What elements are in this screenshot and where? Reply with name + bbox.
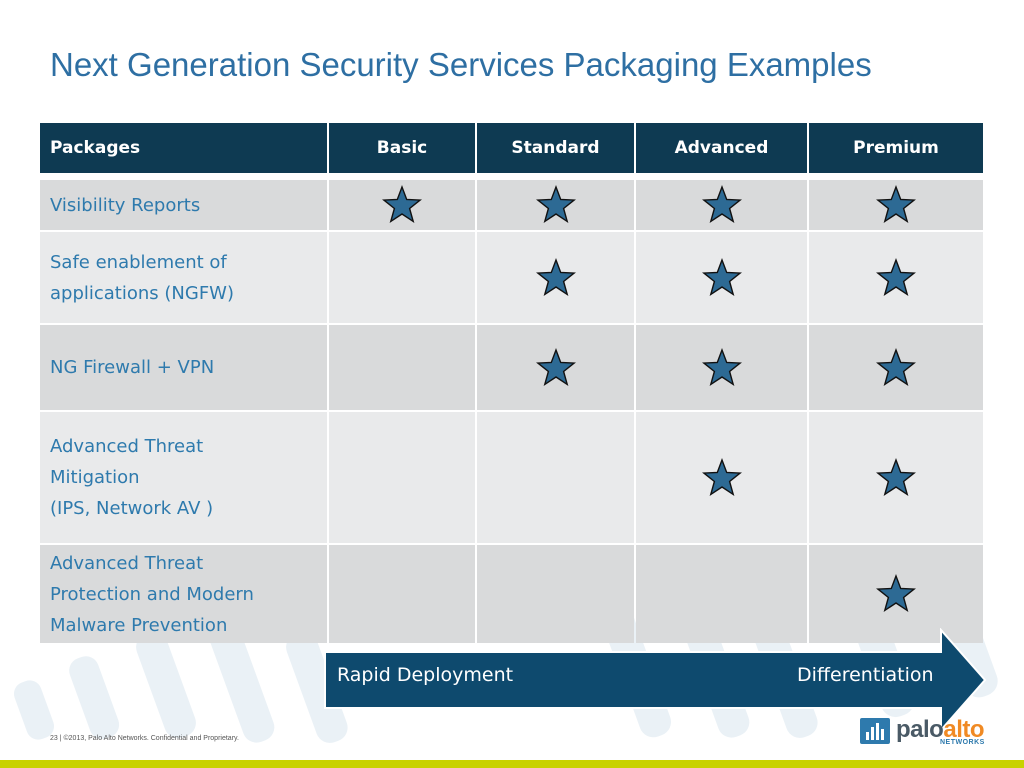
- star-icon: [876, 574, 916, 613]
- star-icon: [701, 185, 742, 224]
- row-label: Advanced Threat Protection and Modern Ma…: [40, 545, 327, 643]
- cell-premium: [809, 232, 983, 323]
- cell-standard: [477, 180, 634, 230]
- header-standard: Standard: [477, 123, 634, 173]
- star-icon: [701, 347, 742, 386]
- header-basic: Basic: [329, 123, 475, 173]
- cell-premium: [809, 412, 983, 543]
- cell-premium: [809, 325, 983, 410]
- cell-basic: [329, 232, 475, 323]
- table-row: Advanced Threat Mitigation (IPS, Network…: [40, 412, 983, 543]
- row-label: Advanced Threat Mitigation (IPS, Network…: [40, 412, 327, 543]
- cell-standard: [477, 545, 634, 643]
- star-icon: [382, 185, 422, 224]
- star-icon: [701, 257, 742, 296]
- star-icon: [876, 457, 916, 496]
- cell-basic: [329, 545, 475, 643]
- slide-footer: 23 | ©2013, Palo Alto Networks. Confiden…: [50, 735, 239, 742]
- star-icon: [535, 347, 576, 386]
- cell-basic: [329, 180, 475, 230]
- table-header-row: Packages Basic Standard Advanced Premium: [40, 123, 983, 173]
- cell-premium: [809, 180, 983, 230]
- packaging-table: Packages Basic Standard Advanced Premium…: [38, 121, 985, 645]
- progression-arrow: [324, 628, 987, 732]
- table-row: Visibility Reports: [40, 180, 983, 230]
- cell-standard: [477, 232, 634, 323]
- cell-advanced: [636, 325, 807, 410]
- row-label: Safe enablement of applications (NGFW): [40, 232, 327, 323]
- star-icon: [701, 457, 742, 496]
- cell-advanced: [636, 180, 807, 230]
- table-row: Safe enablement of applications (NGFW): [40, 232, 983, 323]
- cell-basic: [329, 412, 475, 543]
- row-label: Visibility Reports: [40, 180, 327, 230]
- header-premium: Premium: [809, 123, 983, 173]
- header-packages: Packages: [40, 123, 327, 173]
- cell-advanced: [636, 412, 807, 543]
- bottom-accent-bar: [0, 760, 1024, 768]
- row-label: NG Firewall + VPN: [40, 325, 327, 410]
- cell-basic: [329, 325, 475, 410]
- cell-advanced: [636, 232, 807, 323]
- star-icon: [535, 185, 576, 224]
- star-icon: [876, 185, 916, 224]
- cell-advanced: [636, 545, 807, 643]
- cell-premium: [809, 545, 983, 643]
- star-icon: [535, 257, 576, 296]
- logo-wordmark: paloalto: [896, 716, 985, 743]
- arrow-label-rapid-deployment: Rapid Deployment: [337, 664, 514, 686]
- star-icon: [876, 347, 916, 386]
- header-advanced: Advanced: [636, 123, 807, 173]
- palo-alto-logo-icon: [860, 718, 890, 744]
- table-row: NG Firewall + VPN: [40, 325, 983, 410]
- logo-subtext: NETWORKS: [940, 739, 985, 746]
- table-row: Advanced Threat Protection and Modern Ma…: [40, 545, 983, 643]
- cell-standard: [477, 325, 634, 410]
- arrow-label-differentiation: Differentiation: [797, 664, 934, 686]
- star-icon: [876, 257, 916, 296]
- slide-title: Next Generation Security Services Packag…: [50, 46, 872, 83]
- cell-standard: [477, 412, 634, 543]
